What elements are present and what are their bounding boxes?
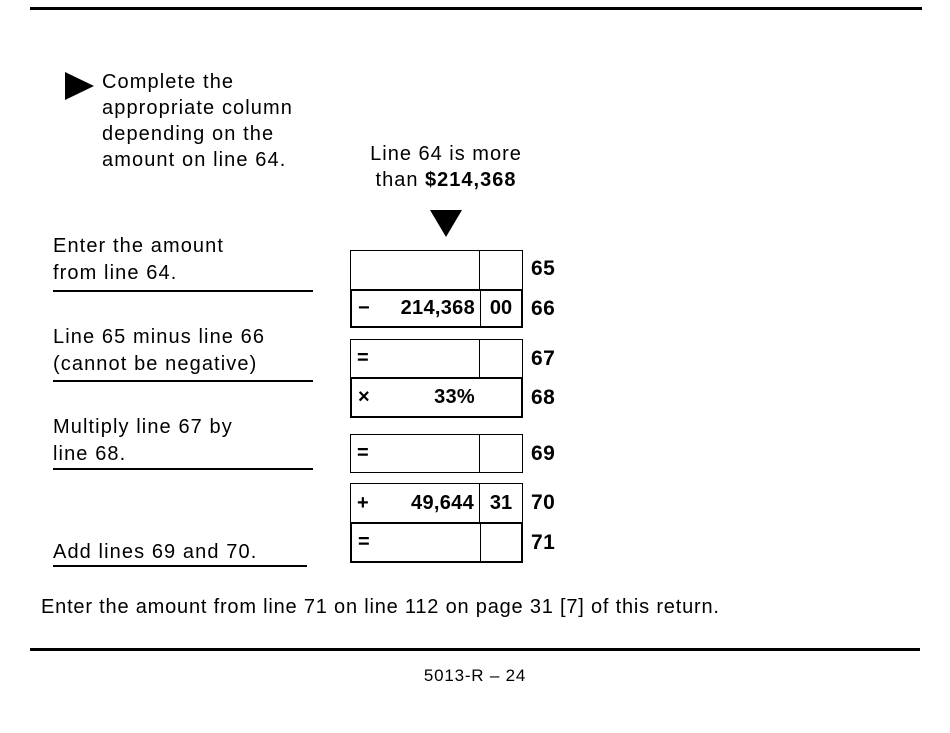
line-number-70: 70	[531, 491, 556, 514]
line-number-69: 69	[531, 442, 556, 465]
caption-underline	[53, 468, 313, 470]
preset-cents-cell-70: 31	[479, 484, 522, 522]
caption-multiply: Multiply line 67 by line 68.	[53, 414, 328, 468]
amount-box-row-67: =	[350, 339, 523, 377]
caption-enter-amount: Enter the amount from line 64.	[53, 233, 328, 287]
field-amount-69[interactable]: =	[351, 435, 479, 472]
preset-amount-70: 49,644	[411, 491, 474, 514]
amount-box-row-65	[350, 250, 523, 289]
blank-cents-68	[480, 379, 521, 416]
bottom-note: Enter the amount from line 71 on line 11…	[41, 596, 720, 618]
condition-than: than	[375, 169, 419, 191]
caption-line: Multiply line 67 by	[53, 416, 233, 438]
caption-line: Enter the amount	[53, 235, 225, 257]
plus-operator: +	[357, 491, 369, 514]
equals-operator: =	[357, 347, 369, 369]
field-cents-65[interactable]	[479, 251, 522, 289]
field-amount-67[interactable]: =	[351, 340, 479, 377]
line-number-66: 66	[531, 297, 556, 320]
equals-operator: =	[358, 531, 370, 553]
caption-line: line 68.	[53, 443, 127, 465]
caption-underline	[53, 290, 313, 292]
preset-cents-70: 31	[489, 491, 513, 514]
intro-line: amount on line 64.	[102, 149, 287, 171]
amount-box-row-70: + 49,644 31	[350, 483, 523, 522]
preset-cell-70: + 49,644	[351, 484, 479, 522]
pointer-right-triangle-icon	[65, 72, 94, 100]
caption-line65-minus-line66: Line 65 minus line 66 (cannot be negativ…	[53, 324, 328, 378]
multiply-operator: ×	[358, 386, 370, 408]
amount-box-row-71: =	[350, 522, 523, 563]
line-number-71: 71	[531, 531, 556, 554]
preset-amount-66: 214,368	[400, 297, 475, 319]
footer-rule	[30, 648, 920, 651]
caption-line: Line 65 minus line 66	[53, 326, 266, 348]
intro-line: appropriate column	[102, 97, 294, 119]
condition-threshold-amount: $214,368	[425, 169, 517, 191]
preset-cents-cell-66: 00	[480, 291, 521, 326]
field-cents-67[interactable]	[479, 340, 522, 377]
caption-underline	[53, 380, 313, 382]
caption-line: (cannot be negative)	[53, 353, 258, 375]
amount-box-row-69: =	[350, 434, 523, 473]
caption-line: from line 64.	[53, 262, 178, 284]
preset-rate-68: 33%	[434, 386, 475, 408]
line-number-67: 67	[531, 347, 556, 370]
amount-box-row-66: − 214,368 00	[350, 289, 523, 328]
amount-box-row-68: × 33%	[350, 377, 523, 418]
line-number-65: 65	[531, 257, 556, 280]
top-rule	[30, 7, 922, 10]
field-cents-69[interactable]	[479, 435, 522, 472]
field-amount-71[interactable]: =	[352, 524, 480, 561]
form-number: 5013-R – 24	[423, 666, 527, 685]
preset-cell-66: − 214,368	[352, 291, 480, 326]
condition-line2: than $214,368	[339, 167, 553, 193]
column-condition-header: Line 64 is more than $214,368	[339, 141, 553, 193]
caption-line: Add lines 69 and 70.	[53, 541, 258, 563]
caption-add-lines: Add lines 69 and 70.	[53, 539, 328, 566]
preset-cents-66: 00	[489, 297, 513, 319]
line-number-68: 68	[531, 386, 556, 409]
equals-operator: =	[357, 442, 369, 464]
intro-instruction: Complete the appropriate column dependin…	[102, 69, 352, 173]
intro-line: depending on the	[102, 123, 275, 145]
condition-line1: Line 64 is more	[370, 143, 522, 165]
minus-operator: −	[358, 297, 370, 319]
down-arrow-icon	[430, 210, 462, 237]
intro-line: Complete the	[102, 71, 235, 93]
caption-underline	[53, 565, 307, 567]
preset-cell-68: × 33%	[352, 379, 480, 416]
field-cents-71[interactable]	[480, 524, 521, 561]
field-amount-65[interactable]	[351, 251, 479, 289]
